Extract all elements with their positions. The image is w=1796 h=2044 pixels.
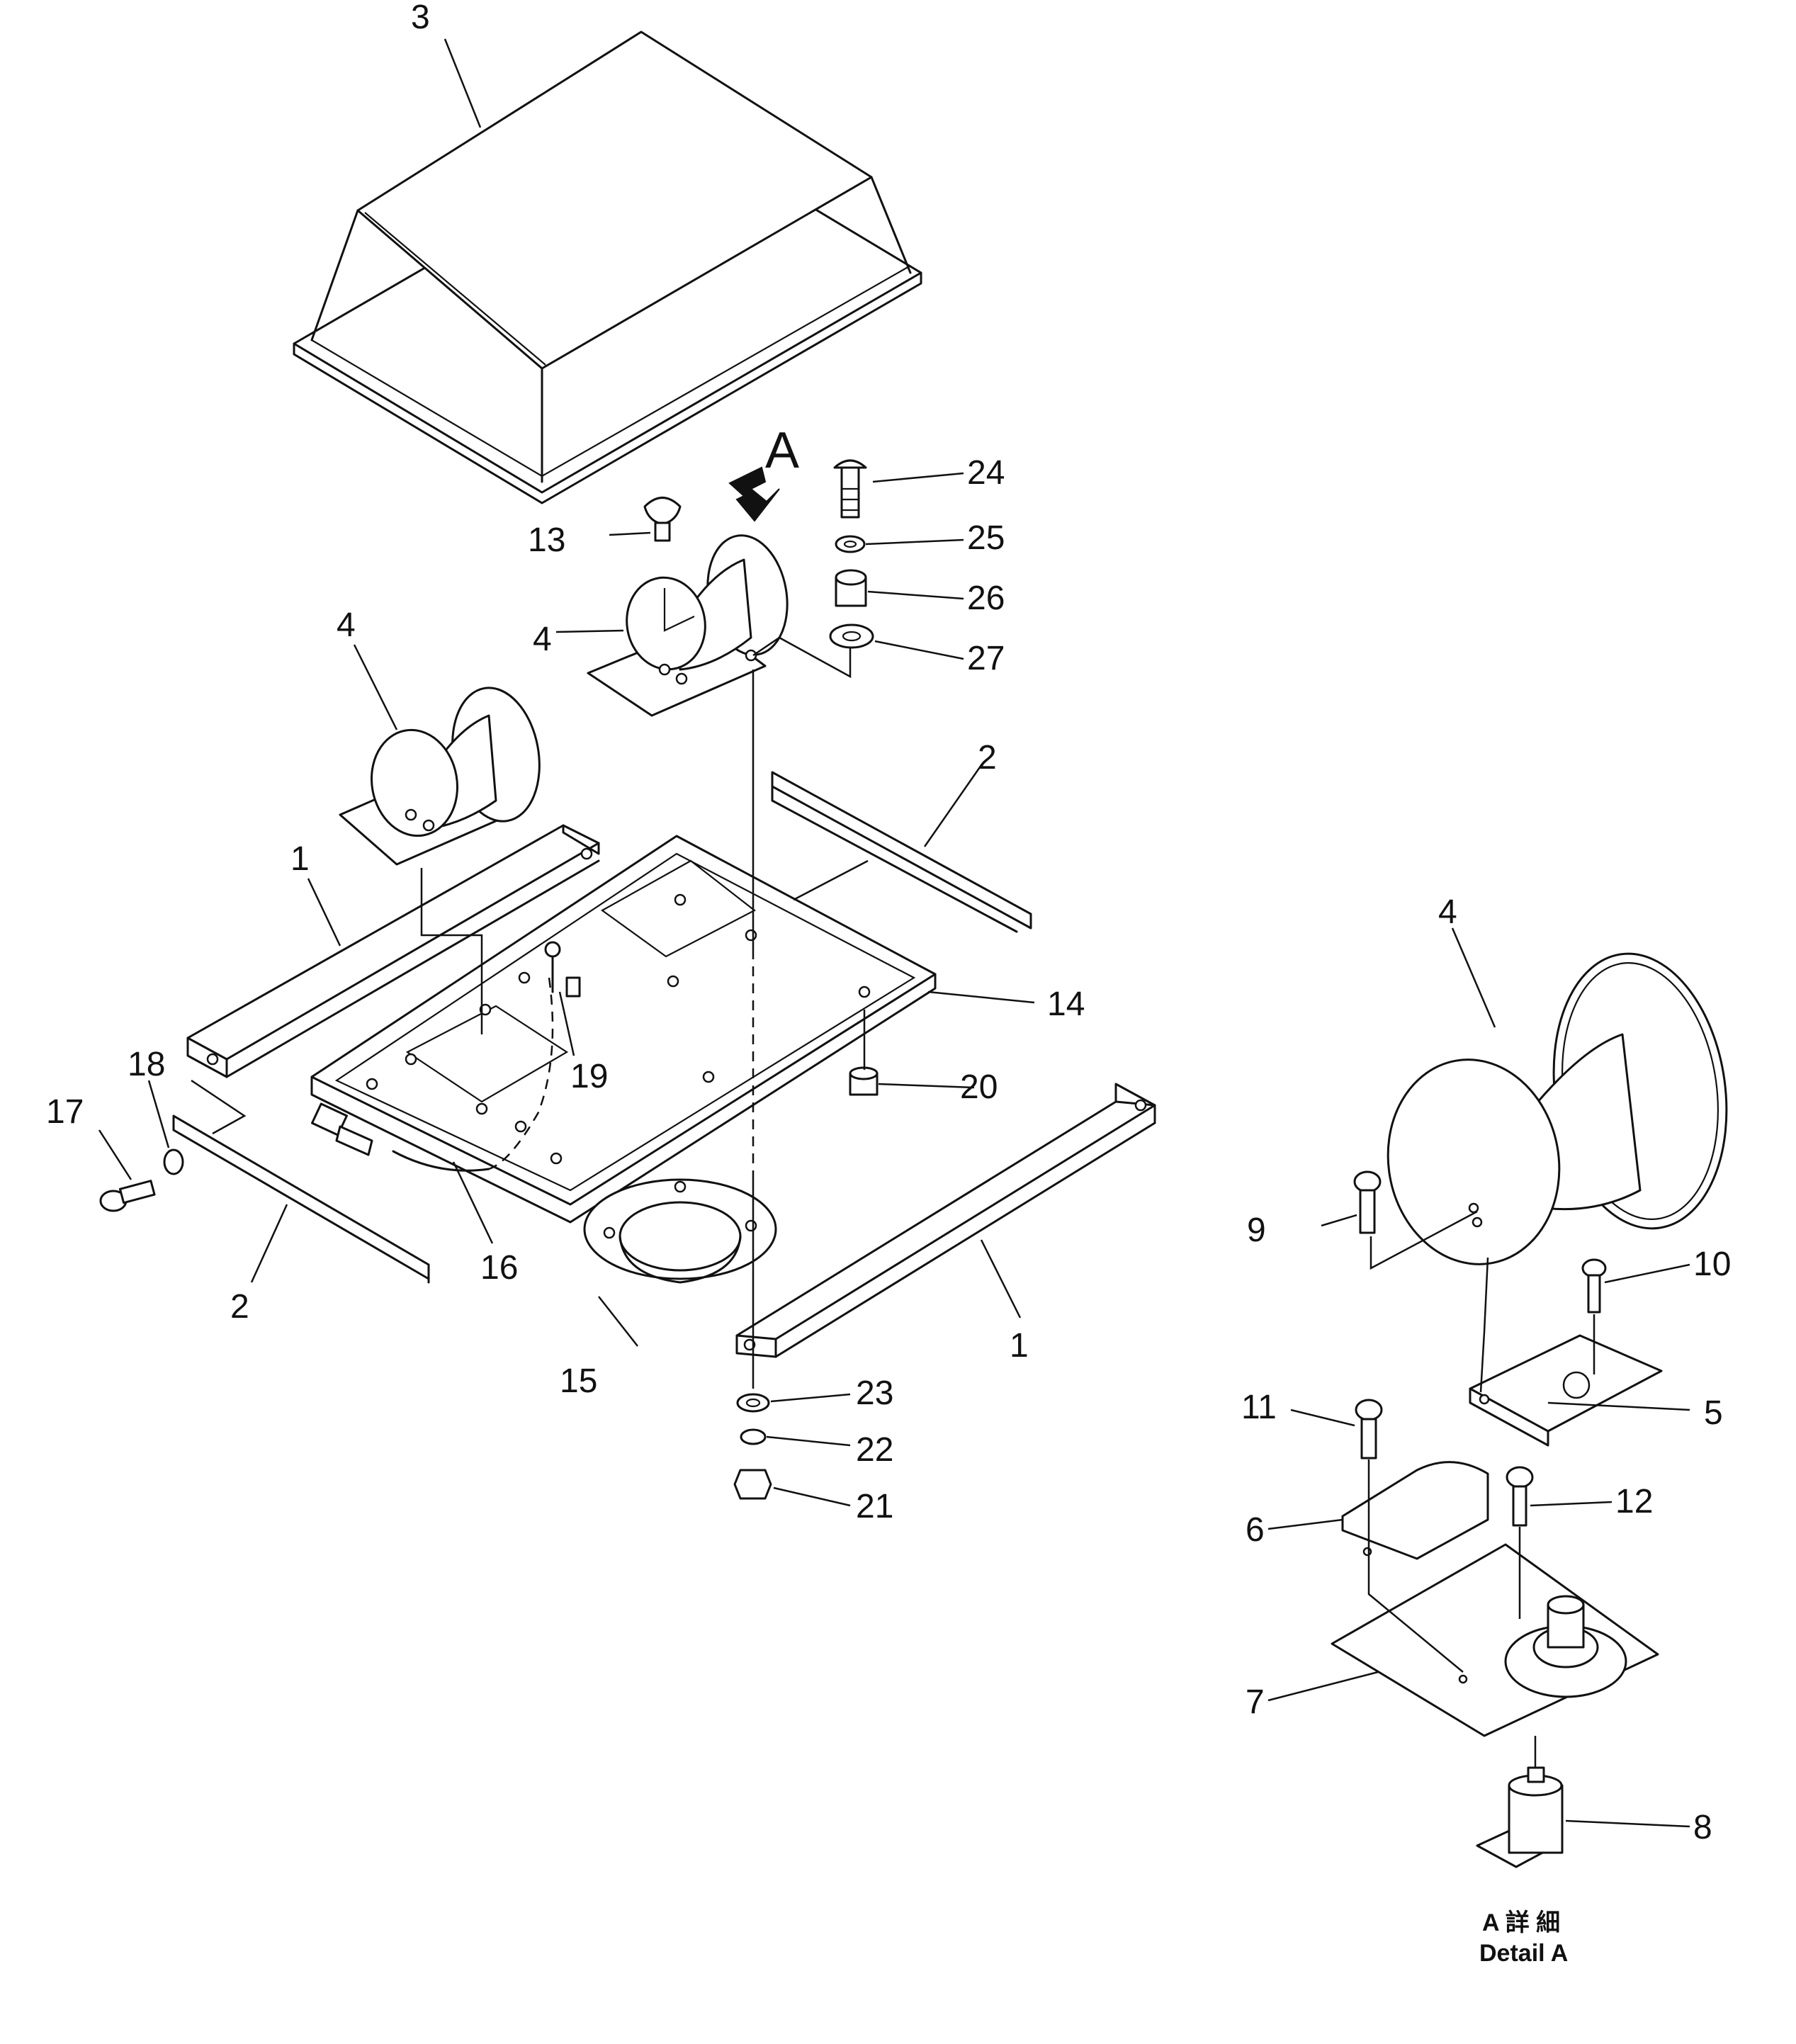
washer-part-25 — [835, 535, 866, 553]
callout-16: 16 — [480, 1249, 518, 1287]
callout-8: 8 — [1693, 1809, 1712, 1846]
callout-11: 11 — [1241, 1389, 1277, 1426]
detail-a-speaker-part-4 — [1386, 952, 1728, 1265]
screw-part-17 — [99, 1180, 156, 1212]
nut-part-21 — [733, 1469, 772, 1500]
view-letter-a: A — [765, 422, 799, 479]
callout-21: 21 — [856, 1488, 893, 1525]
bracket-part-1-left — [186, 824, 600, 1078]
bracket-part-1-right — [735, 1083, 1156, 1358]
detail-caption-line1: A 詳 細 — [1482, 1909, 1560, 1936]
strip-part-2-bottom — [172, 1114, 430, 1284]
callout-4-upper: 4 — [533, 621, 552, 658]
detail-a-assembly-lines — [1367, 1210, 1595, 1768]
callout-24: 24 — [967, 454, 1005, 492]
callout-5: 5 — [1704, 1394, 1723, 1432]
speaker-part-4-upper — [587, 534, 789, 717]
callout-22: 22 — [856, 1431, 893, 1469]
callout-17: 17 — [46, 1093, 84, 1131]
callout-20: 20 — [960, 1068, 998, 1106]
callout-4-detail: 4 — [1438, 893, 1457, 931]
detail-a-screw-part-11 — [1355, 1399, 1383, 1459]
callout-4-left: 4 — [337, 606, 356, 644]
callout-2-bottom: 2 — [230, 1288, 249, 1326]
callout-12: 12 — [1615, 1483, 1653, 1520]
detail-a-bracket-part-5 — [1469, 1334, 1663, 1447]
detail-a-screw-part-9 — [1353, 1170, 1382, 1234]
cover-part-3 — [293, 30, 922, 504]
callout-9: 9 — [1247, 1212, 1266, 1249]
lock-washer-part-22 — [740, 1428, 767, 1445]
cushion-part-27 — [829, 623, 874, 649]
callout-18: 18 — [128, 1046, 165, 1083]
plate-part-14 — [310, 835, 937, 1224]
wire-harness-part-16 — [311, 977, 554, 1172]
callout-7: 7 — [1246, 1683, 1265, 1721]
callout-1-left: 1 — [290, 840, 310, 878]
speaker-part-4-left — [339, 687, 541, 866]
callout-15: 15 — [560, 1362, 597, 1400]
callout-10: 10 — [1693, 1246, 1731, 1283]
washer-part-23 — [736, 1393, 770, 1413]
detail-a-plate-part-7 — [1331, 1543, 1659, 1737]
bolt-part-24 — [833, 459, 867, 519]
callout-3: 3 — [411, 0, 430, 36]
callout-25: 25 — [967, 519, 1005, 557]
callout-2-top: 2 — [978, 739, 997, 777]
callout-14: 14 — [1047, 986, 1085, 1023]
strip-part-2-top — [771, 771, 1032, 933]
detail-caption-line2: Detail A — [1479, 1940, 1568, 1967]
grommet-part-15 — [583, 1178, 777, 1284]
collar-part-26 — [835, 569, 867, 607]
view-arrow-a — [728, 466, 780, 522]
knob-part-13 — [643, 497, 682, 542]
washer-part-18 — [163, 1148, 184, 1175]
callout-27: 27 — [967, 640, 1005, 677]
callout-26: 26 — [967, 580, 1005, 617]
callout-labels: 3 13 4 4 1 2 14 19 20 24 25 26 27 18 17 … — [46, 0, 1731, 1846]
assembly-lines — [191, 636, 866, 1389]
detail-a-caption: A 詳 細 Detail A — [1479, 1909, 1568, 1967]
detail-a-screw-part-10 — [1581, 1258, 1607, 1314]
detail-a-bracket-part-6 — [1341, 1461, 1489, 1560]
callout-1-right: 1 — [1010, 1327, 1029, 1365]
callout-19: 19 — [570, 1058, 608, 1095]
cushion-part-20 — [849, 1066, 879, 1096]
callout-13: 13 — [528, 521, 565, 559]
callout-leaders — [98, 38, 1690, 1828]
callout-6: 6 — [1246, 1511, 1265, 1549]
callout-23: 23 — [856, 1374, 893, 1412]
terminal-part-19 — [544, 941, 581, 998]
detail-a-screw-part-12 — [1506, 1466, 1534, 1527]
detail-a-relay-part-8 — [1476, 1766, 1564, 1868]
